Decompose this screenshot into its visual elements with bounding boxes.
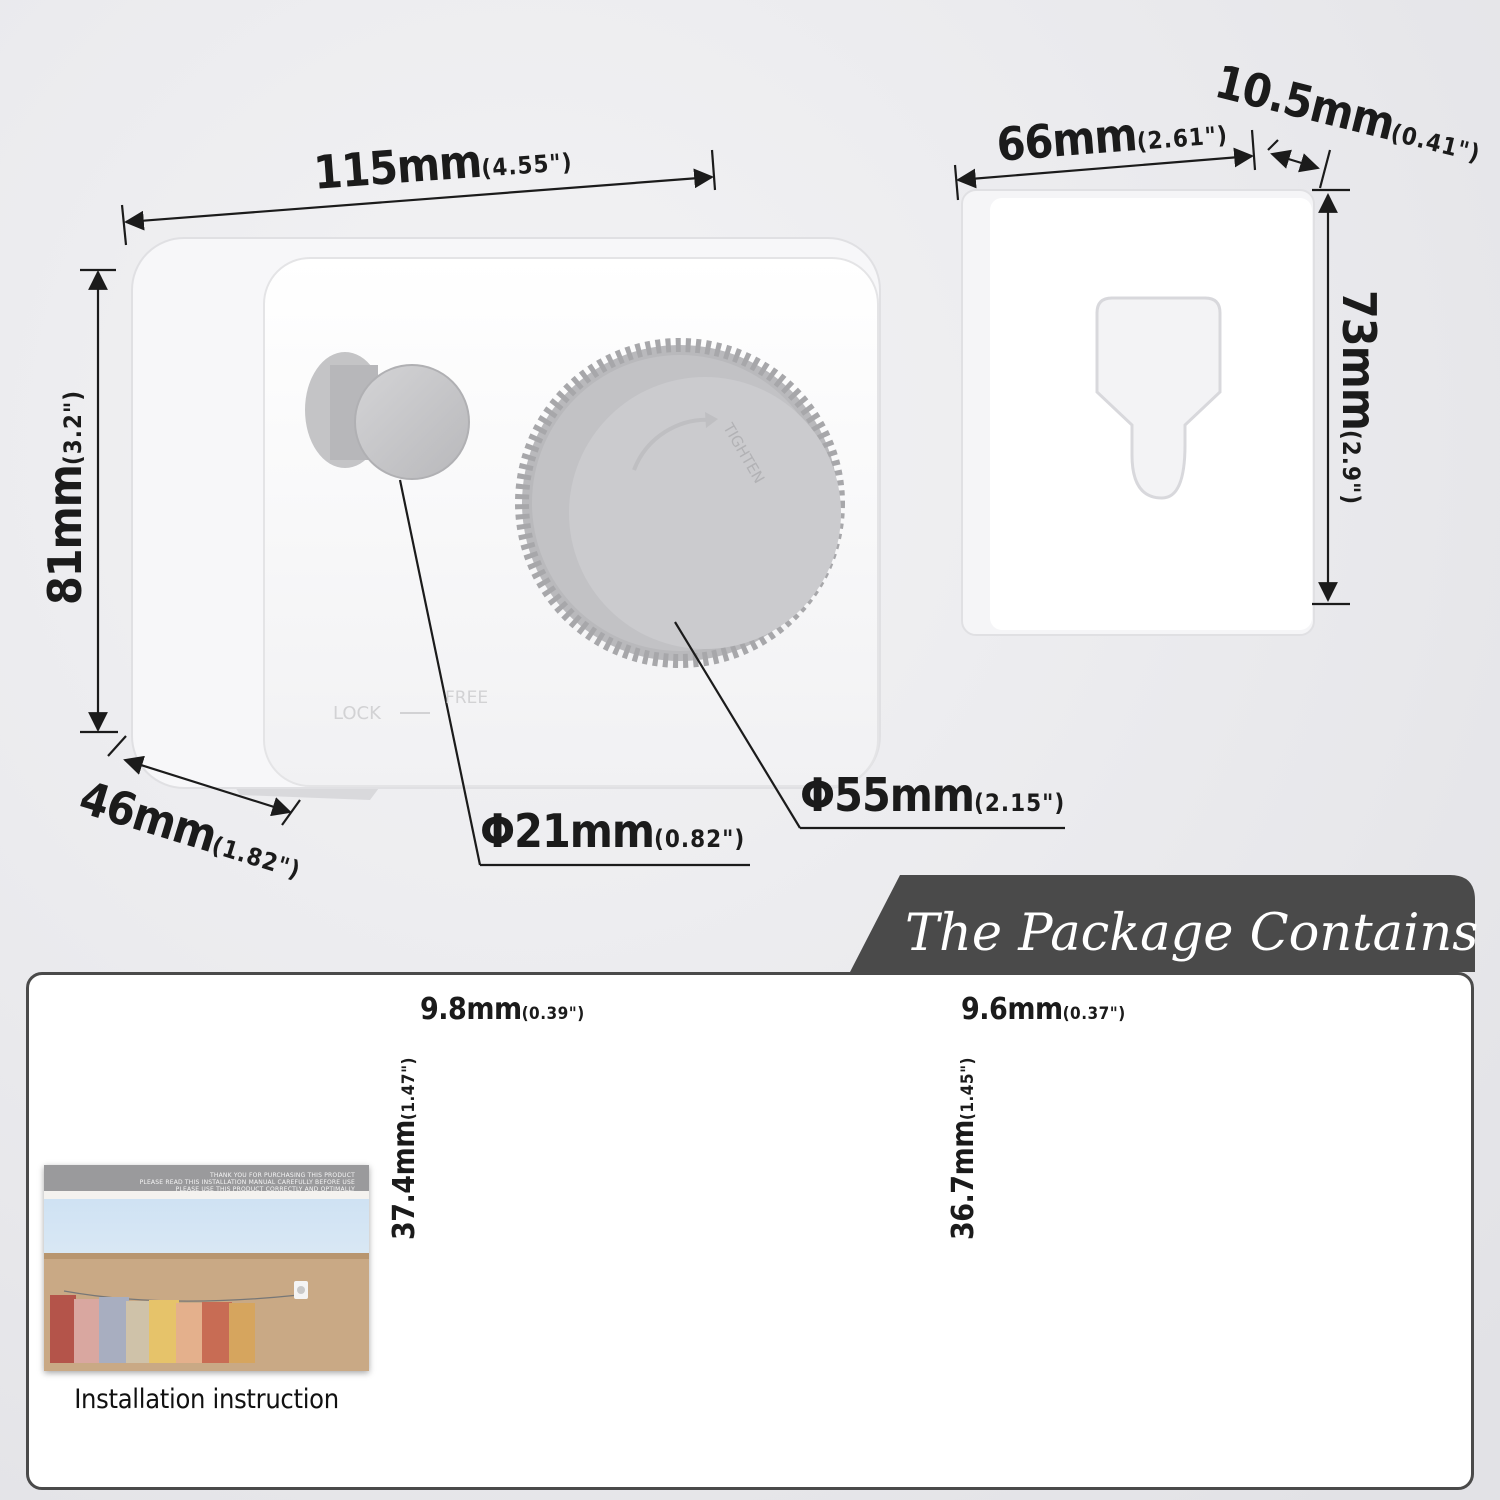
dial-diameter-dimension: Φ55mm(2.15") — [800, 768, 1066, 822]
package-title: The Package Contains — [905, 904, 1479, 963]
hanging-clothes — [50, 1295, 255, 1363]
knob-diameter-dimension: Φ21mm(0.82") — [480, 804, 746, 858]
manual-header — [44, 1165, 369, 1191]
anchor-length-dimension: 37.4mm(1.47") — [387, 1056, 422, 1240]
installation-manual: THANK YOU FOR PURCHASING THIS PRODUCT PL… — [44, 1165, 369, 1371]
device-height-dimension: 81mm(3.2") — [38, 389, 92, 605]
screw-width-dimension: 9.6mm(0.37") — [961, 992, 1126, 1027]
keyhole-icon — [1095, 296, 1222, 500]
tension-dial — [515, 338, 845, 668]
plate-height-dimension: 73mm(2.9") — [1332, 290, 1386, 506]
screw-length-dimension: 36.7mm(1.45") — [946, 1056, 981, 1240]
lock-label: LOCK — [333, 703, 381, 724]
clothesline-device — [131, 237, 881, 800]
manual-header-line: THANK YOU FOR PURCHASING THIS PRODUCT — [210, 1172, 355, 1179]
dimension-lines — [80, 129, 1350, 867]
manual-caption: Installation instruction — [74, 1384, 339, 1415]
lock-free-divider — [400, 712, 430, 714]
manual-photo — [44, 1199, 369, 1371]
package-banner — [850, 875, 1475, 972]
free-label: FREE — [445, 688, 489, 708]
lock-knob — [305, 352, 470, 480]
wall-plate — [961, 189, 1315, 636]
manual-header-line: PLEASE USE THIS PRODUCT CORRECTLY AND OP… — [175, 1186, 355, 1193]
manual-header-line: PLEASE READ THIS INSTALLATION MANUAL CAR… — [139, 1179, 355, 1186]
anchor-width-dimension: 9.8mm(0.39") — [420, 992, 585, 1027]
